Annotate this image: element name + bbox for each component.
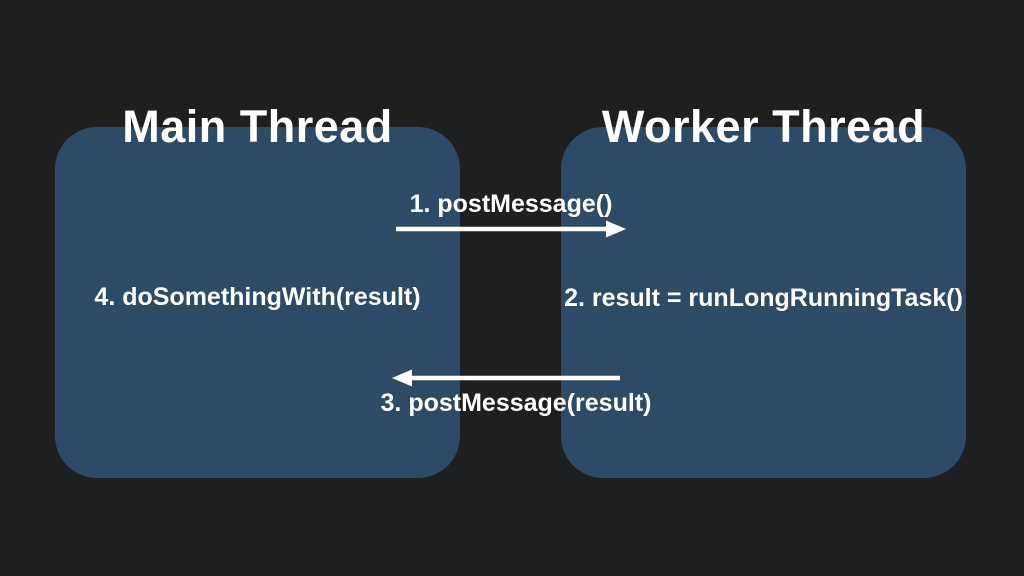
main-thread-box (55, 127, 460, 478)
main-thread-title: Main Thread (122, 101, 393, 152)
main-thread-step-label: 4. doSomethingWith(result) (94, 283, 421, 311)
worker-thread-step-label: 2. result = runLongRunningTask() (564, 284, 963, 312)
edge-postmessage-label: 1. postMessage() (409, 190, 613, 218)
edge-postmessage-result-label: 3. postMessage(result) (380, 389, 652, 417)
worker-thread-box (561, 127, 966, 478)
worker-thread-title: Worker Thread (601, 101, 926, 152)
